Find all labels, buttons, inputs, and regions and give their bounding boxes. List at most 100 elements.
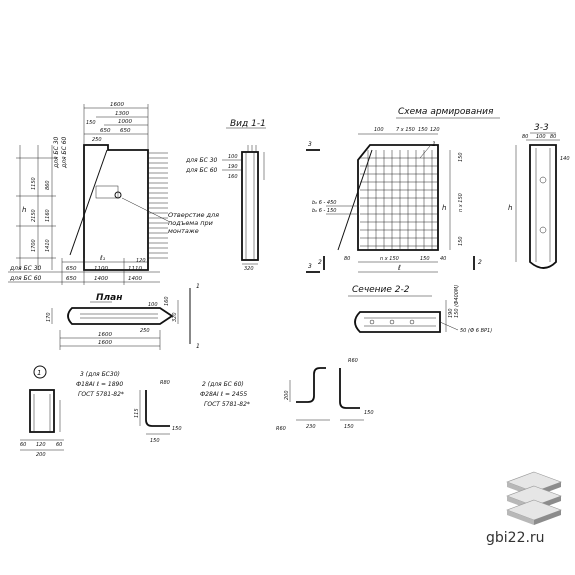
scheme-top-150: 150 — [418, 127, 428, 133]
hole-leader — [121, 197, 171, 223]
bar2-150a: 150 — [344, 424, 354, 430]
view-1-1-title: Вид 1-1 — [230, 119, 266, 129]
detail-1: 1 60 120 60 200 — [20, 365, 64, 458]
dim-2150: 2150 — [31, 209, 37, 222]
plan-title: План — [96, 293, 122, 303]
detail-1-label: 1 — [37, 369, 41, 377]
view11-dim-190: 190 — [228, 164, 238, 170]
marker-2-right: 2 — [478, 259, 482, 266]
hole-note-2: подъема при — [168, 219, 213, 227]
d1-dim-60a: 60 — [20, 442, 26, 448]
bar2-230: 230 — [306, 424, 316, 430]
bs60-dim-1400: 1400 — [94, 276, 108, 282]
dim-250: 250 — [92, 137, 102, 143]
plan-view: План 1600 1600 170 320 160 100 250 1 1 — [46, 283, 200, 350]
dim-1410: 1410 — [45, 239, 51, 252]
view11-dim-320: 320 — [244, 266, 254, 272]
label-bs30-vertical: для БС 30 — [53, 136, 60, 169]
view11-bs60: для БС 60 — [185, 167, 218, 174]
section-2-2-title: Сечение 2-2 — [352, 285, 410, 295]
scheme-bottom-40: 40 — [440, 256, 446, 262]
scheme-letter-l: ℓ — [397, 264, 401, 272]
d1-dim-60b: 60 — [56, 442, 62, 448]
detail-1-outline — [29, 389, 55, 433]
view-1-1-outline — [241, 151, 259, 261]
s33-dim-100: 100 — [536, 134, 546, 140]
bs30-dim-1100: 1100 — [94, 266, 108, 272]
d1-dim-200: 200 — [36, 452, 46, 458]
watermark-text[interactable]: gbi22.ru — [486, 530, 545, 546]
bar2-r60a: R60 — [348, 358, 358, 364]
section-2-2-outline — [354, 311, 441, 333]
bar2-150b: 150 — [364, 410, 374, 416]
plan-marker-1: 1 — [196, 283, 200, 290]
section-2-2: Сечение 2-2 190 150 (Ф400М) 50 (Ф 6 ВР1) — [348, 285, 492, 334]
bar3-caption-2: Ф18АІ ℓ = 1890 — [76, 381, 123, 388]
scheme-bottom-150: 150 — [420, 256, 430, 262]
front-view: 1600 1300 1000 650 650 150 250 для БС 30… — [8, 102, 219, 285]
bar3-r80: R80 — [160, 380, 170, 386]
s22-dim-150: 150 (Ф400М) — [454, 285, 460, 318]
row-bs60-label: для БС 60 — [9, 275, 42, 282]
bar3-115: 115 — [134, 408, 140, 418]
dim-860: 860 — [45, 180, 51, 190]
s33-dim-140: 140 — [560, 156, 570, 162]
logo-slab-3 — [506, 499, 562, 525]
dim-1150: 1150 — [31, 177, 37, 190]
front-view-slope — [69, 149, 108, 256]
bs30-dim-650: 650 — [66, 266, 77, 272]
label-h: h — [22, 206, 26, 214]
marker-3-top: 3 — [308, 141, 312, 148]
scheme-grid — [360, 150, 438, 250]
site-logo — [506, 471, 562, 525]
plan-outline — [67, 307, 174, 325]
scheme-title: Схема армирования — [398, 107, 494, 117]
plan-marker-1b: 1 — [196, 343, 200, 350]
hole-box — [95, 185, 119, 199]
bar-3: 3 (для БС30) Ф18АІ ℓ = 1890 ГОСТ 5781-82… — [76, 371, 182, 444]
marker-3-bottom: 3 — [308, 263, 312, 270]
bar2-shape-b — [339, 368, 360, 409]
bar2-shape-a — [296, 367, 326, 403]
scheme-bottom-80: 80 — [344, 256, 350, 262]
front-view-outline — [83, 144, 149, 271]
bar3-caption-3: ГОСТ 5781-82* — [78, 391, 124, 398]
section-3-3-outline — [529, 144, 557, 269]
scheme-outline — [357, 144, 439, 251]
reinforcement-scheme: Схема армирования — [306, 107, 500, 273]
marker-2-left: 2 — [318, 259, 322, 266]
view11-dim-160: 160 — [228, 174, 238, 180]
label-bs60-vertical: для БС 60 — [61, 136, 68, 169]
dim-150: 150 — [86, 120, 96, 126]
plan-dim-1600a: 1600 — [98, 332, 112, 338]
scheme-bottom-nx150: n x 150 — [380, 256, 399, 262]
bar2-r60b: R60 — [276, 426, 286, 432]
plan-dim-320: 320 — [172, 312, 178, 322]
marker-1: 1 — [432, 141, 436, 148]
view11-bs30: для БС 30 — [185, 157, 218, 164]
section-3-3-title: 3-3 — [534, 123, 549, 133]
scheme-right-nx150: n x 150 — [458, 193, 464, 212]
dim-1600: 1600 — [110, 102, 124, 108]
dim-120: 120 — [136, 258, 146, 264]
front-view-bottom-dims — [8, 258, 160, 285]
front-view-vertical-dims — [16, 145, 56, 270]
s22-dim-50: 50 (Ф 6 ВР1) — [460, 328, 492, 334]
dim-1160: 1160 — [45, 209, 51, 222]
s22-dim-190: 190 — [448, 308, 454, 318]
plan-dim-160: 160 — [164, 296, 170, 306]
front-view-rebar — [148, 152, 168, 259]
scheme-top-120: 120 — [430, 127, 440, 133]
dim-1000: 1000 — [118, 119, 132, 125]
hole-note-1: Отверстие для — [168, 211, 219, 219]
row-bs30-label: для БС 30 — [9, 265, 42, 272]
scheme-left-150: b₀ 6 - 150 — [312, 208, 336, 214]
bs60-dim-1400b: 1400 — [128, 276, 142, 282]
bs60-dim-650: 650 — [66, 276, 77, 282]
dim-1300: 1300 — [115, 111, 129, 117]
bs30-dim-1110: 1110 — [128, 266, 142, 272]
bar3-150a: 150 — [150, 438, 160, 444]
section-3-3: 3-3 80 100 80 140 h — [508, 123, 570, 269]
bar3-shape — [145, 390, 170, 427]
